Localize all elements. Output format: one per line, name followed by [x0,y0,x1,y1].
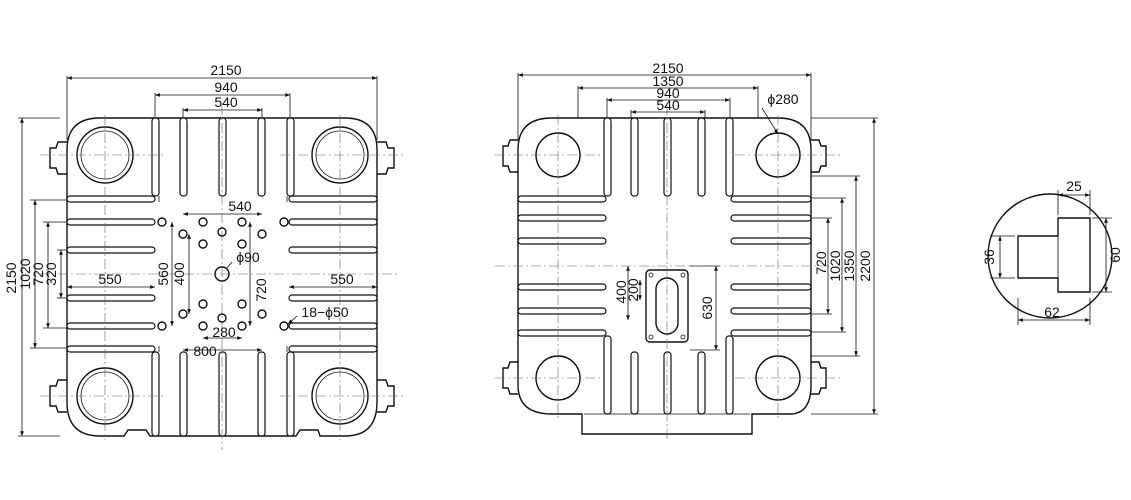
front-tslots-horizontal [66,195,378,353]
back-centerlines [495,105,840,440]
back-platen-view: 2150 1350 940 540 ϕ280 720 1020 1350 220… [495,60,878,440]
back-dim-940: 940 [656,85,680,101]
front-left-dimensions [20,118,63,436]
front-dim-phi90: ϕ90 [236,249,260,265]
front-dim-1020: 1020 [17,258,33,289]
back-dim-1020: 1020 [827,250,843,281]
back-platen-outline [517,117,812,435]
front-dim-550-right: 550 [330,271,354,287]
front-dim-940: 940 [214,79,238,95]
nozzle-detail-view: 25 36 60 62 [981,178,1123,325]
detail-dimensions [990,190,1112,325]
back-tslots-vertical [603,117,734,415]
front-dim-540-center: 540 [228,198,252,214]
back-dim-phi280: ϕ280 [767,91,798,107]
front-dim-550-left: 550 [98,271,122,287]
front-top-dimensions [67,76,377,112]
front-centerlines [40,105,405,450]
detail-dim-60: 60 [1107,247,1123,263]
front-platen-view: 2150 940 540 2150 1020 720 320 540 550 [3,62,405,450]
back-top-dimensions [518,73,811,135]
front-platen-outline [66,117,378,437]
front-nozzle-hole [214,266,230,282]
back-dim-2200: 2200 [857,250,873,281]
back-dim-630: 630 [699,296,715,320]
back-tslots-horizontal [517,195,812,337]
back-dim-540: 540 [656,97,680,113]
back-dim-720: 720 [813,251,829,275]
front-dim-720-center: 720 [253,278,269,302]
back-extension-lines [517,73,878,415]
front-dim-540: 540 [214,94,238,110]
front-interior-dimensions [67,212,377,352]
back-dim-1350: 1350 [841,250,857,281]
back-dim-400: 400 [613,280,629,304]
front-dim-2150-left: 2150 [3,262,19,293]
back-dim-1350: 1350 [652,73,683,89]
front-dim-2150-top: 2150 [210,62,241,78]
detail-outer-circle [987,193,1113,319]
detail-dim-25: 25 [1066,178,1082,194]
front-dim-holes: 18−ϕ50 [301,304,348,320]
front-dim-560: 560 [155,262,171,286]
front-dim-320: 320 [43,262,59,286]
front-dim-800: 800 [193,343,217,359]
front-mounting-holes [157,217,289,331]
detail-dim-62: 62 [1044,304,1060,320]
front-dim-400: 400 [171,262,187,286]
detail-stepped-bore [1017,217,1091,293]
front-dim-280: 280 [212,324,236,340]
front-dim-720: 720 [30,262,46,286]
back-dim-200: 200 [625,278,641,302]
back-right-dimensions [626,118,876,414]
front-tslots-vertical [151,117,295,437]
back-dim-2150: 2150 [652,60,683,76]
detail-dim-36: 36 [981,249,997,265]
back-tiebar-lugs [502,139,827,395]
